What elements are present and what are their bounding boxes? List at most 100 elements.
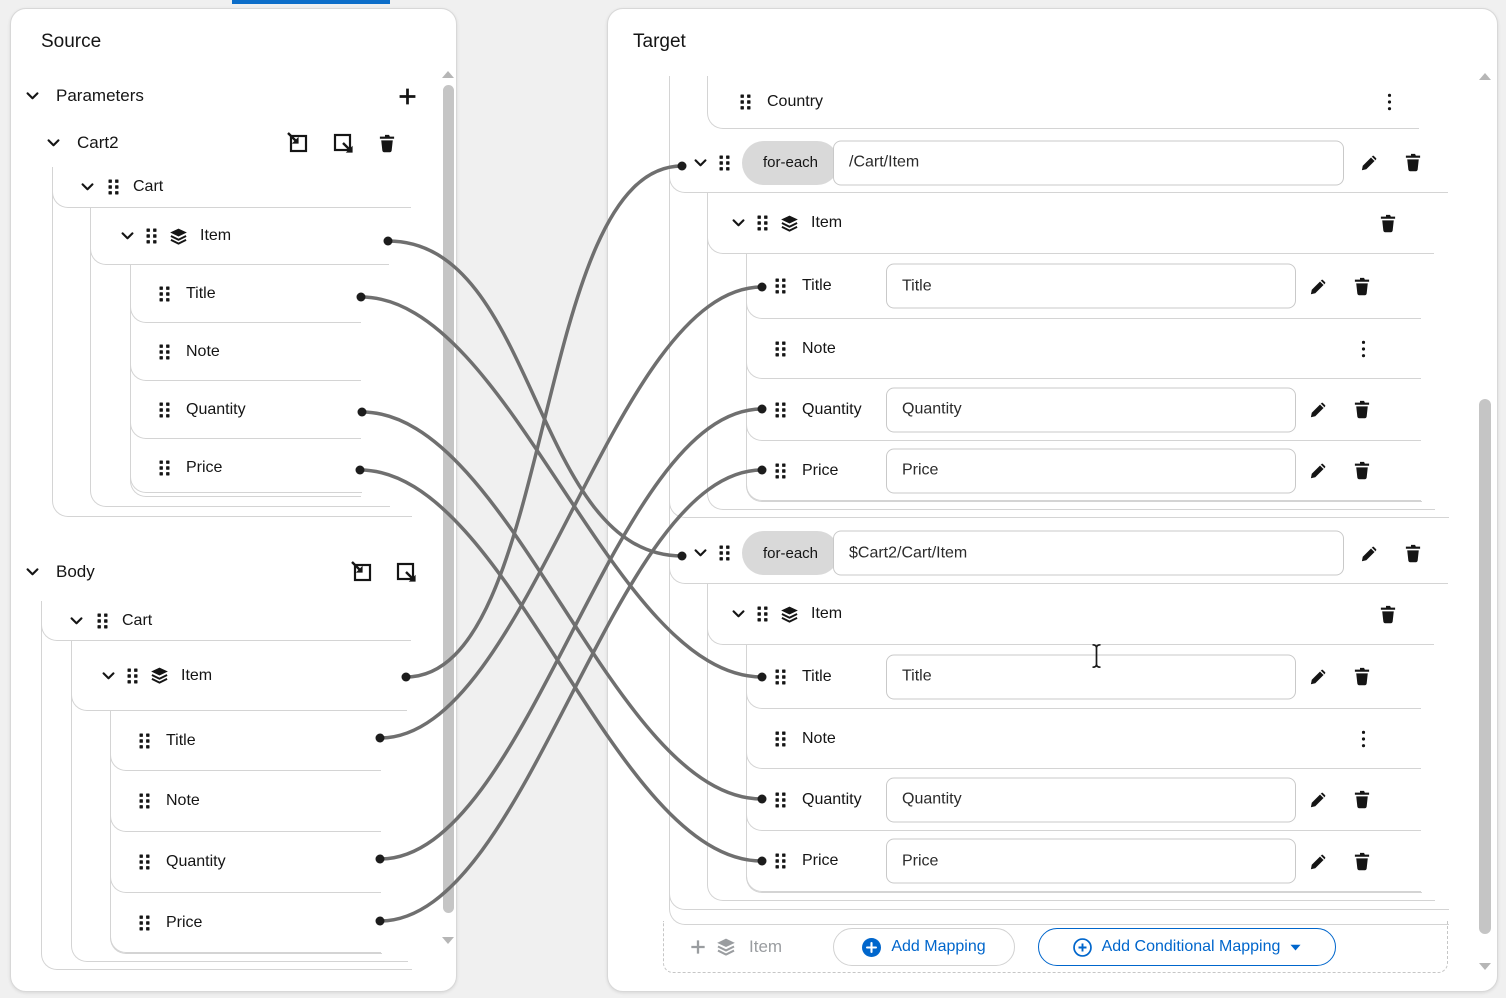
grip-icon[interactable] — [775, 853, 786, 869]
target-node-item-2[interactable]: Item — [707, 584, 1434, 645]
field-expression-input[interactable] — [886, 387, 1296, 432]
target-field-title-2[interactable]: Title — [746, 645, 1421, 709]
grip-icon[interactable] — [159, 286, 170, 302]
field-expression-input[interactable] — [886, 263, 1296, 309]
source-field-price[interactable]: Price — [130, 439, 361, 497]
target-field-price-2[interactable]: Price — [746, 831, 1421, 892]
chevron-down-icon[interactable] — [694, 549, 707, 557]
chevron-down-icon[interactable] — [732, 219, 745, 227]
chevron-down-icon[interactable] — [26, 568, 39, 576]
source-field-note[interactable]: Note — [110, 771, 381, 832]
delete-mapping-icon[interactable] — [1347, 395, 1377, 425]
chevron-down-icon[interactable] — [81, 183, 94, 191]
source-node-cart2-cart[interactable]: Cart — [52, 167, 411, 208]
grip-icon[interactable] — [775, 402, 786, 418]
grip-icon[interactable] — [139, 733, 150, 749]
kebab-menu-icon[interactable] — [1374, 87, 1404, 117]
edit-expression-icon[interactable] — [1303, 456, 1333, 486]
delete-node-icon[interactable] — [1373, 208, 1403, 238]
edit-expression-icon[interactable] — [1354, 148, 1384, 178]
grip-icon[interactable] — [159, 460, 170, 476]
source-node-body-item[interactable]: Item — [71, 641, 407, 711]
target-field-note-1[interactable]: Note — [746, 319, 1421, 379]
chevron-down-icon[interactable] — [102, 672, 115, 680]
source-field-quantity[interactable]: Quantity — [130, 381, 361, 439]
grip-icon[interactable] — [775, 792, 786, 808]
grip-icon[interactable] — [719, 155, 730, 171]
target-field-title-1[interactable]: Title — [746, 254, 1421, 319]
grip-icon[interactable] — [139, 854, 150, 870]
source-field-title[interactable]: Title — [110, 711, 381, 771]
target-field-quantity-2[interactable]: Quantity — [746, 769, 1421, 831]
field-expression-input[interactable] — [886, 654, 1296, 699]
kebab-menu-icon[interactable] — [1348, 724, 1378, 754]
source-field-title[interactable]: Title — [130, 265, 361, 323]
target-node-item-1[interactable]: Item — [707, 193, 1434, 254]
edit-expression-icon[interactable] — [1303, 271, 1333, 301]
body-header-row[interactable]: Body — [26, 547, 436, 597]
scroll-down-arrow[interactable] — [442, 937, 454, 944]
grip-icon[interactable] — [757, 606, 768, 622]
foreach-expression-input[interactable] — [833, 140, 1344, 185]
foreach-expression-input[interactable] — [833, 530, 1344, 576]
delete-mapping-icon[interactable] — [1398, 538, 1428, 568]
grip-icon[interactable] — [775, 278, 786, 294]
delete-mapping-icon[interactable] — [1347, 271, 1377, 301]
grip-icon[interactable] — [127, 668, 138, 684]
grip-icon[interactable] — [159, 344, 170, 360]
source-field-price[interactable]: Price — [110, 893, 381, 953]
delete-mapping-icon[interactable] — [1347, 846, 1377, 876]
source-field-quantity[interactable]: Quantity — [110, 832, 381, 893]
attach-schema-icon[interactable] — [347, 557, 377, 587]
target-field-price-1[interactable]: Price — [746, 441, 1421, 501]
kebab-menu-icon[interactable] — [1348, 334, 1378, 364]
delete-node-icon[interactable] — [1373, 599, 1403, 629]
detach-schema-icon[interactable] — [328, 128, 358, 158]
chevron-down-icon[interactable] — [26, 92, 39, 100]
source-field-note[interactable]: Note — [130, 323, 361, 381]
target-foreach-row-1[interactable]: for-each — [669, 133, 1448, 193]
grip-icon[interactable] — [146, 228, 157, 244]
grip-icon[interactable] — [139, 793, 150, 809]
source-node-cart2-item[interactable]: Item — [90, 208, 389, 265]
grip-icon[interactable] — [139, 915, 150, 931]
source-node-body-cart[interactable]: Cart — [41, 601, 411, 641]
source-node-cart2[interactable]: Cart2 — [47, 119, 436, 167]
chevron-down-icon[interactable] — [732, 610, 745, 618]
delete-mapping-icon[interactable] — [1347, 662, 1377, 692]
grip-icon[interactable] — [108, 179, 119, 195]
grip-icon[interactable] — [775, 731, 786, 747]
field-expression-input[interactable] — [886, 448, 1296, 493]
grip-icon[interactable] — [775, 341, 786, 357]
add-parameter-button[interactable] — [392, 81, 422, 111]
attach-schema-icon[interactable] — [283, 128, 313, 158]
scrollbar-thumb[interactable] — [1479, 399, 1491, 934]
target-field-quantity-1[interactable]: Quantity — [746, 379, 1421, 441]
target-field-country[interactable]: Country — [707, 76, 1419, 129]
grip-icon[interactable] — [775, 463, 786, 479]
delete-mapping-icon[interactable] — [1347, 456, 1377, 486]
detach-schema-icon[interactable] — [391, 557, 421, 587]
delete-parameter-icon[interactable] — [372, 128, 402, 158]
edit-expression-icon[interactable] — [1354, 538, 1384, 568]
chevron-down-icon[interactable] — [70, 617, 83, 625]
scrollbar-thumb[interactable] — [443, 85, 454, 913]
edit-expression-icon[interactable] — [1303, 662, 1333, 692]
chevron-down-icon[interactable] — [694, 159, 707, 167]
add-mapping-button[interactable]: Add Mapping — [833, 928, 1015, 966]
scroll-up-arrow[interactable] — [1479, 73, 1491, 80]
grip-icon[interactable] — [757, 215, 768, 231]
target-foreach-row-2[interactable]: for-each — [669, 523, 1448, 584]
grip-icon[interactable] — [159, 402, 170, 418]
scroll-up-arrow[interactable] — [442, 71, 454, 78]
target-field-note-2[interactable]: Note — [746, 709, 1421, 769]
edit-expression-icon[interactable] — [1303, 395, 1333, 425]
grip-icon[interactable] — [775, 669, 786, 685]
delete-mapping-icon[interactable] — [1398, 148, 1428, 178]
chevron-down-icon[interactable] — [47, 139, 60, 147]
field-expression-input[interactable] — [886, 838, 1296, 884]
chevron-down-icon[interactable] — [121, 232, 134, 240]
grip-icon[interactable] — [719, 545, 730, 561]
add-conditional-mapping-button[interactable]: Add Conditional Mapping — [1038, 928, 1336, 966]
delete-mapping-icon[interactable] — [1347, 785, 1377, 815]
